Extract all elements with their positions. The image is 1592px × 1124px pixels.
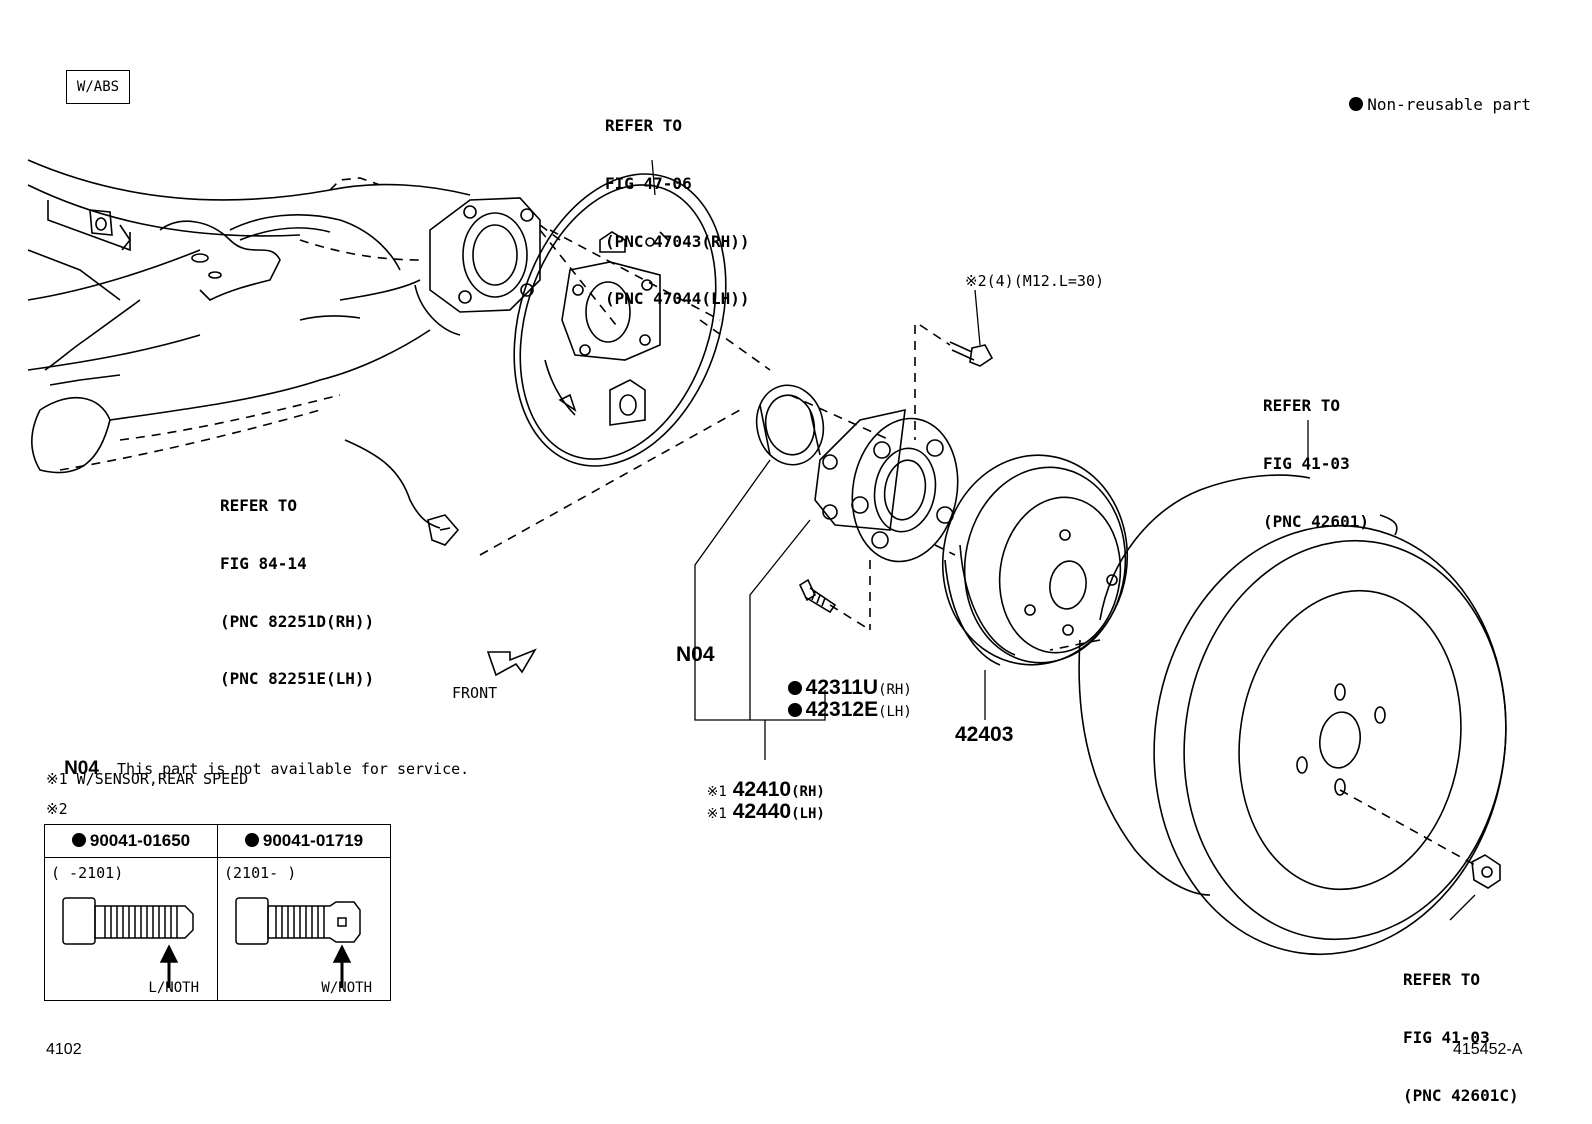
bolt-variant-table: 90041-01650 90041-01719 ( -2101) L/NOTH bbox=[44, 824, 391, 1001]
flange-bolt bbox=[949, 341, 994, 367]
wheel-reference[interactable]: REFER TO FIG 41-03 (PNC 42601) bbox=[1263, 396, 1369, 531]
non-reusable-dot-icon bbox=[244, 833, 259, 847]
axle-carrier bbox=[414, 197, 561, 336]
assembly-leader-lines bbox=[479, 229, 1476, 866]
speed-sensor-reference[interactable]: REFER TO FIG 84-14 (PNC 82251D(RH)) (PNC… bbox=[220, 496, 375, 689]
footer-left-code: 4102 bbox=[46, 1041, 82, 1058]
rear-axle-beam bbox=[27, 159, 471, 474]
exploded-parts-diagram bbox=[27, 159, 1507, 956]
hub-nut bbox=[1471, 854, 1501, 889]
callout-lines bbox=[651, 159, 1476, 921]
note-2: ※2 bbox=[46, 800, 68, 818]
front-direction-arrow bbox=[486, 648, 537, 677]
variant-box: W/ABS bbox=[66, 70, 130, 104]
bolt-no-notch-icon bbox=[62, 897, 194, 988]
bolt-col1-cell: ( -2101) L/NOTH bbox=[44, 857, 218, 1001]
legend-text: Non-reusable part bbox=[1367, 95, 1532, 115]
footer-right-code: 415452-A bbox=[1453, 1041, 1523, 1058]
bolt-col2-header[interactable]: 90041-01719 bbox=[217, 824, 391, 858]
non-reusable-dot-icon bbox=[71, 833, 86, 847]
speed-sensor-wire bbox=[344, 439, 460, 546]
non-reusable-dot-icon bbox=[787, 703, 802, 718]
disc-wheel bbox=[1078, 474, 1507, 956]
hub-rh-callout[interactable]: ※1 42410(RH) bbox=[706, 778, 825, 802]
brake-drum bbox=[941, 454, 1129, 666]
flange-bolt-spec[interactable]: ※2(4)(M12.L=30) bbox=[965, 272, 1104, 290]
brake-backing-plate bbox=[513, 173, 727, 467]
hub-nut-reference[interactable]: REFER TO FIG 41-03 (PNC 42601C) bbox=[1403, 970, 1519, 1105]
non-reusable-dot-icon bbox=[1349, 97, 1364, 112]
non-reusable-dot-icon bbox=[787, 681, 802, 696]
bolt-col2-cell: (2101- ) W/NOTH bbox=[217, 857, 391, 1001]
hub-bolt-rh-callout[interactable]: 42311U(RH) bbox=[776, 650, 912, 700]
hub-lh-callout[interactable]: ※1 42440(LH) bbox=[706, 800, 825, 824]
legend: Non-reusable part bbox=[1330, 76, 1531, 114]
bolt-with-notch-icon bbox=[235, 897, 361, 988]
hub-bearing-seal bbox=[755, 384, 825, 466]
axle-hub bbox=[814, 408, 959, 563]
hub-bolt-lh-callout[interactable]: 42312E(LH) bbox=[776, 672, 912, 722]
note-1: ※1 W/SENSOR,REAR SPEED bbox=[46, 770, 249, 788]
front-label: FRONT bbox=[452, 684, 498, 702]
brake-drum-callout[interactable]: 42403 bbox=[955, 723, 1014, 746]
n04-callout[interactable]: N04 bbox=[676, 643, 715, 666]
hub-bolt-stud bbox=[798, 578, 837, 614]
backing-plate-reference[interactable]: REFER TO FIG 47-06 (PNC 47043(RH)) (PNC … bbox=[605, 116, 750, 309]
bolt-col1-header[interactable]: 90041-01650 bbox=[44, 824, 218, 858]
n04-note: N04 This part is not available for servi… bbox=[64, 758, 470, 779]
